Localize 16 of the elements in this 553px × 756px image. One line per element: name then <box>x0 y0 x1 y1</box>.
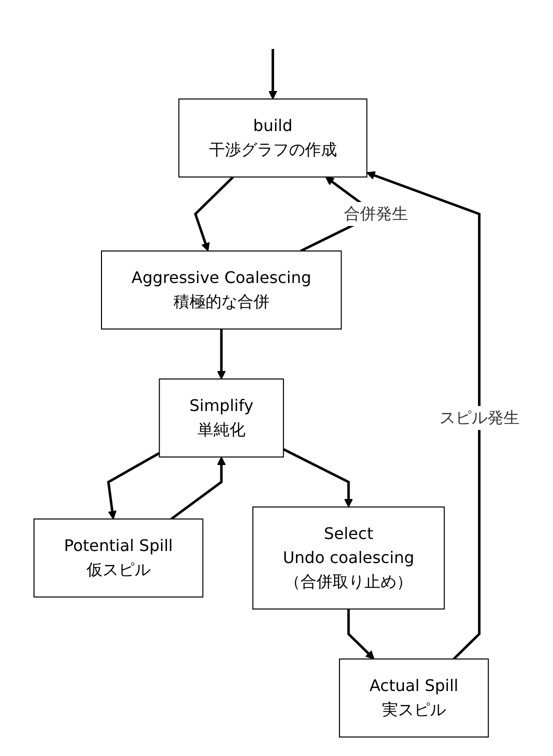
arrow <box>268 49 278 100</box>
arrow <box>194 176 234 252</box>
node-box: Select Undo coalescing （合併取り止め） <box>252 506 445 610</box>
node-box: Actual Spill 実スピル <box>338 658 489 738</box>
arrow <box>170 456 226 520</box>
arrow <box>106 452 160 520</box>
arrow <box>216 329 226 380</box>
node-box: Aggressive Coalescing 積極的な合併 <box>100 250 342 330</box>
node-box: build 干渉グラフの作成 <box>178 98 368 178</box>
edge-label: 合併発生 <box>344 204 408 223</box>
arrow <box>366 171 480 660</box>
arrow <box>282 448 353 508</box>
node-box: Simplify 単純化 <box>158 378 284 458</box>
edge-label: スピル発生 <box>439 408 520 427</box>
arrow <box>347 609 374 660</box>
node-box: Potential Spill 仮スピル <box>33 518 204 598</box>
